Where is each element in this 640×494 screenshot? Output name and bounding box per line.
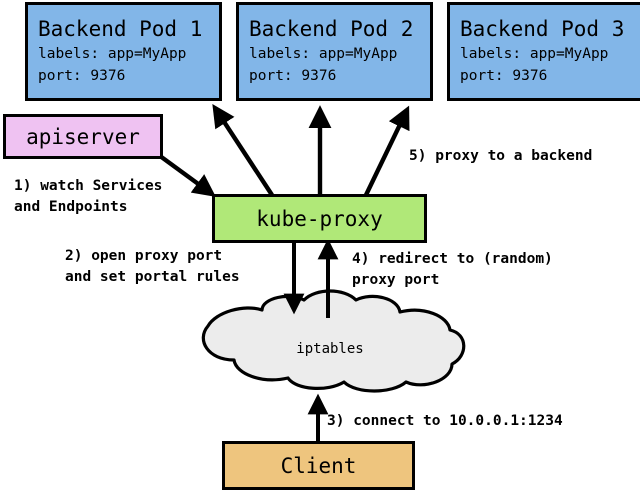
annotation-step-1-line-1: 1) watch Services — [14, 178, 163, 194]
iptables-label: iptables — [296, 341, 364, 357]
node-client: Client — [222, 441, 415, 490]
client-label: Client — [280, 453, 357, 478]
pod-1-title: Backend Pod 1 — [38, 16, 203, 41]
apiserver-label: apiserver — [26, 124, 140, 149]
annotation-step-4-line-1: 4) redirect to (random) — [352, 251, 553, 267]
iptables-cloud — [201, 289, 466, 393]
pod-3-port: port: 9376 — [460, 67, 548, 84]
node-apiserver: apiserver — [3, 114, 163, 159]
annotation-step-3: 3) connect to 10.0.0.1:1234 — [327, 413, 563, 429]
pod-2-labels: labels: app=MyApp — [249, 45, 398, 62]
annotation-step-4: 4) redirect to (random) proxy port — [352, 249, 553, 291]
pod-2-title: Backend Pod 2 — [249, 16, 414, 41]
node-backend-pod-3: Backend Pod 3 labels: app=MyApp port: 93… — [447, 2, 640, 101]
arrow-apiserver-to-kubeproxy — [158, 154, 216, 197]
annotation-step-4-line-2: proxy port — [352, 272, 440, 288]
pod-1-port: port: 9376 — [38, 67, 126, 84]
node-backend-pod-1: Backend Pod 1 labels: app=MyApp port: 93… — [25, 2, 222, 101]
pod-3-title: Backend Pod 3 — [460, 16, 625, 41]
node-kube-proxy: kube-proxy — [212, 194, 427, 243]
arrow-kubeproxy-to-pod1 — [212, 103, 274, 197]
annotation-step-5: 5) proxy to a backend — [409, 148, 593, 164]
arrow-kubeproxy-to-pod3 — [364, 105, 410, 196]
annotation-step-2: 2) open proxy port and set portal rules — [65, 246, 240, 288]
annotation-step-1: 1) watch Services and Endpoints — [14, 176, 162, 218]
annotation-step-2-line-2: and set portal rules — [65, 269, 240, 285]
annotation-step-1-line-2: and Endpoints — [14, 199, 128, 215]
pod-2-port: port: 9376 — [249, 67, 337, 84]
annotation-step-2-line-1: 2) open proxy port — [65, 248, 223, 264]
pod-3-labels: labels: app=MyApp — [460, 45, 609, 62]
kube-proxy-label: kube-proxy — [256, 206, 383, 231]
node-backend-pod-2: Backend Pod 2 labels: app=MyApp port: 93… — [236, 2, 433, 101]
pod-1-labels: labels: app=MyApp — [38, 45, 187, 62]
